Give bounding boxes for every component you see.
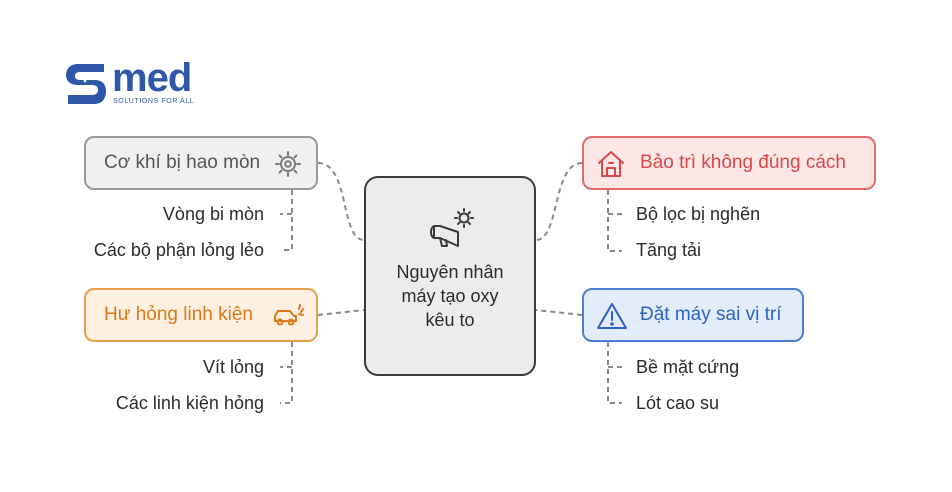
megaphone-sun-icon (430, 208, 474, 247)
broken-car-icon (274, 304, 304, 326)
branch-label: Cơ khí bị hao mòn (104, 152, 261, 173)
logo-tagline: SOLUTIONS FOR ALL (113, 98, 195, 105)
logo-s-mark-icon (66, 64, 106, 104)
logo: med SOLUTIONS FOR ALL (64, 56, 224, 110)
leaf-item: Vít lỏng (202, 357, 264, 377)
leaf-item: Lót cao su (636, 393, 720, 413)
leaf-item: Các bộ phận lỏng lẻo (93, 240, 264, 260)
leaf-item: Bộ lọc bị nghẽn (636, 204, 761, 224)
leaf-item: Vòng bi mòn (162, 204, 264, 224)
branch-improper-maintenance: Bảo trì không đúng cách (582, 136, 876, 190)
leaf-item: Các linh kiện hỏng (115, 393, 264, 413)
leaf-item: Tăng tải (636, 240, 702, 260)
center-node: Nguyên nhân máy tạo oxy kêu to (364, 176, 536, 376)
leaf-item: Bề mặt cứng (636, 357, 740, 377)
branch-component-damage: Hư hỏng linh kiện (84, 288, 318, 342)
branch-label: Hư hỏng linh kiện (104, 304, 253, 325)
branch-label: Đặt máy sai vị trí (640, 304, 782, 325)
branch-label: Bảo trì không đúng cách (640, 152, 846, 173)
house-repair-icon (598, 151, 624, 177)
warning-icon (597, 303, 627, 329)
logo-wordmark: med (112, 56, 192, 100)
branch-wrong-placement: Đặt máy sai vị trí (582, 288, 804, 342)
gear-icon (275, 151, 301, 177)
branch-mechanical-wear: Cơ khí bị hao mòn (84, 136, 318, 190)
center-label: Nguyên nhân máy tạo oxy kêu to (396, 262, 504, 330)
